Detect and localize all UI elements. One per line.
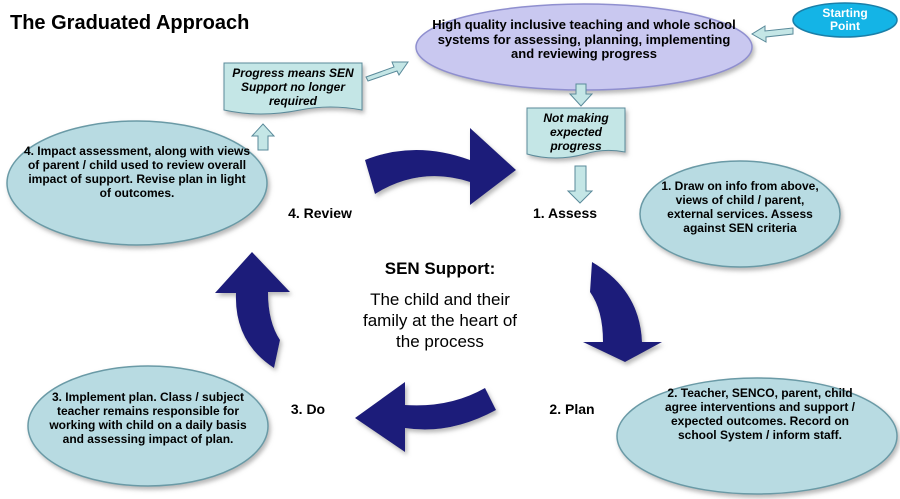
starting-point-oval	[792, 2, 898, 38]
assess-oval	[639, 160, 841, 268]
starting-point-label: Starting Point	[822, 6, 868, 33]
plan-oval-text: 2. Teacher, SENCO, parent, child agree i…	[664, 386, 856, 442]
review-to-progress-arrow	[250, 123, 276, 151]
do-to-review-arrow	[215, 252, 290, 368]
stage-label-do: 3. Do	[290, 401, 326, 417]
top-to-note-arrow	[568, 83, 594, 107]
not-making-note-shape	[526, 107, 626, 159]
progress-note-text: Progress means SEN Support no longer req…	[232, 66, 354, 108]
review-to-assess-arrow	[365, 128, 516, 205]
review-oval-text: 4. Impact assessment, along with views o…	[23, 144, 251, 200]
progress-to-top-arrow	[365, 61, 409, 82]
top-box-text: High quality inclusive teaching and whol…	[432, 17, 736, 61]
diagram-title: The Graduated Approach	[10, 12, 250, 34]
center-heading: SEN Support:	[384, 259, 496, 278]
review-oval	[6, 120, 268, 246]
center-body: The child and their family at the heart …	[362, 290, 518, 351]
stage-label-review: 4. Review	[288, 205, 352, 221]
starting-point-arrow	[751, 25, 794, 43]
do-oval	[27, 365, 269, 487]
assess-to-plan-arrow	[583, 262, 662, 362]
plan-oval	[616, 377, 898, 495]
plan-to-do-arrow	[355, 382, 496, 452]
progress-note-shape	[223, 62, 363, 115]
stage-label-assess: 1. Assess	[532, 205, 598, 221]
assess-oval-text: 1. Draw on info from above, views of chi…	[661, 179, 819, 235]
do-oval-text: 3. Implement plan. Class / subject teach…	[49, 390, 247, 446]
not-making-note-text: Not making expected progress	[543, 111, 609, 153]
stage-label-plan: 2. Plan	[549, 401, 595, 417]
note-to-assess-arrow	[566, 165, 594, 204]
